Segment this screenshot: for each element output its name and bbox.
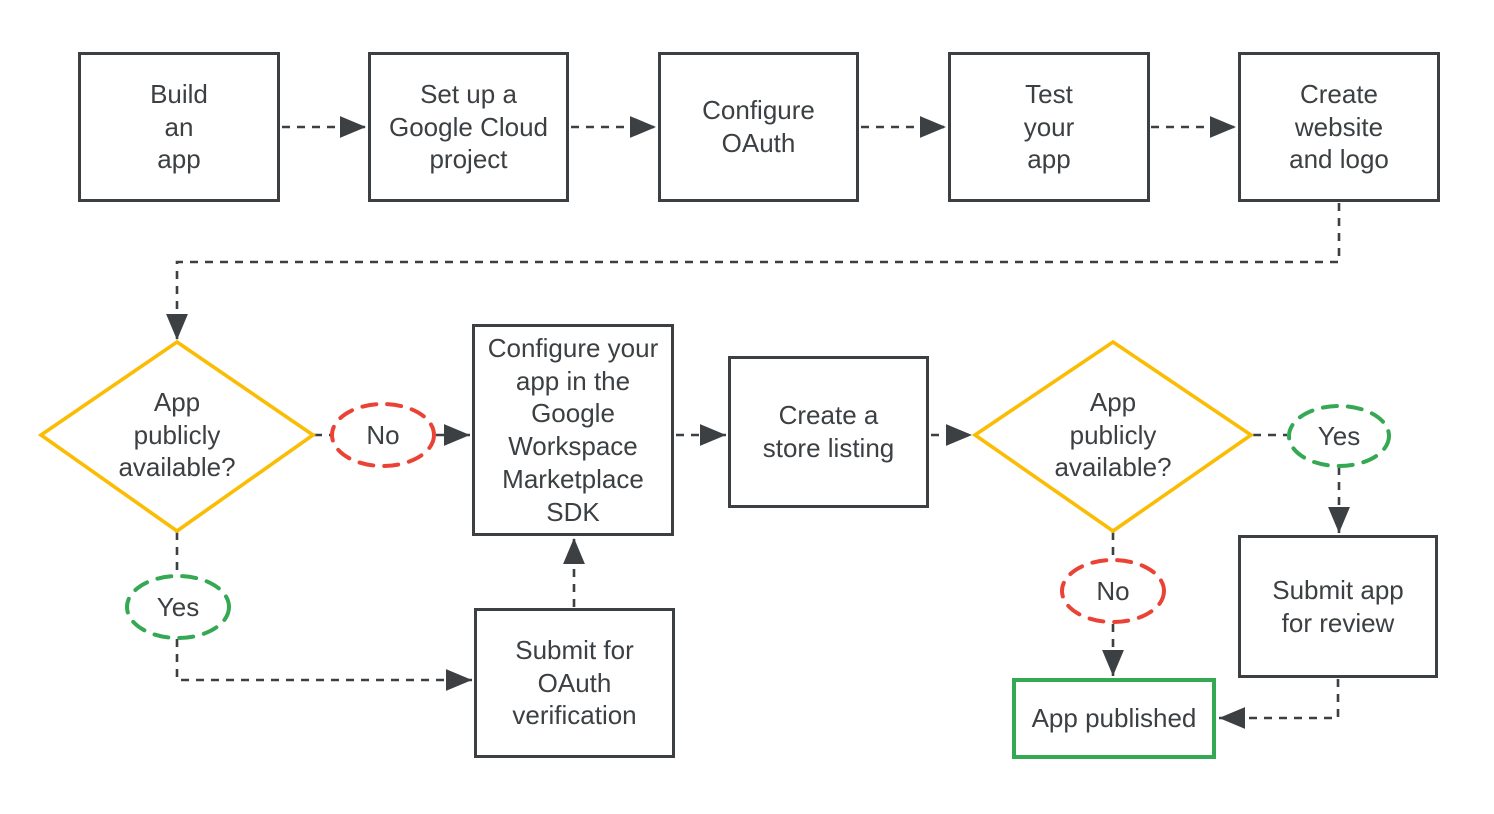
yes2-label: Yes	[1317, 420, 1361, 451]
decision1-label-wrap: App publicly available?	[67, 376, 287, 494]
node-submit-for-oauth-verification: Submit for OAuth verification	[474, 608, 675, 758]
no2-label-wrap: No	[1073, 573, 1153, 609]
no2-oval	[1060, 558, 1166, 624]
node-create-website-and-logo-label: Create website and logo	[1289, 78, 1389, 175]
decision2-label: App publicly available?	[1054, 386, 1172, 483]
node-configure-marketplace-sdk: Configure your app in the Google Workspa…	[472, 324, 674, 536]
node-create-website-and-logo: Create website and logo	[1238, 52, 1440, 202]
no2-label: No	[1096, 575, 1130, 606]
no1-label: No	[366, 419, 400, 450]
no1-label-wrap: No	[343, 417, 423, 453]
node-submit-app-for-review: Submit app for review	[1238, 535, 1438, 678]
yes1-oval	[125, 574, 231, 640]
node-test-your-app-label: Test your app	[1023, 78, 1075, 175]
edge-yes1-to-oauthverify	[175, 639, 472, 691]
edge-website-to-decision1	[166, 203, 1341, 340]
node-app-published-label: App published	[1031, 703, 1197, 734]
edge-review-to-published	[1219, 679, 1340, 729]
decision2-label-wrap: App publicly available?	[1003, 376, 1223, 494]
yes1-label-wrap: Yes	[138, 589, 218, 625]
node-create-store-listing-label: Create a store listing	[762, 400, 895, 463]
decision1-diamond	[37, 339, 317, 534]
no1-oval	[330, 402, 436, 468]
node-configure-marketplace-sdk-label: Configure your app in the Google Workspa…	[487, 332, 659, 527]
yes1-label: Yes	[156, 591, 200, 622]
yes2-oval	[1287, 404, 1391, 468]
decision2-diamond	[971, 339, 1255, 534]
decision1-label: App publicly available?	[118, 386, 236, 483]
node-test-your-app: Test your app	[948, 52, 1150, 202]
node-build-an-app: Build an app	[78, 52, 280, 202]
node-build-an-app-label: Build an app	[150, 78, 208, 175]
node-setup-google-cloud-project: Set up a Google Cloud project	[368, 52, 569, 202]
node-submit-for-oauth-verification-label: Submit for OAuth verification	[512, 634, 637, 731]
node-configure-oauth: Configure OAuth	[658, 52, 859, 202]
yes2-label-wrap: Yes	[1299, 418, 1379, 454]
node-configure-oauth-label: Configure OAuth	[702, 95, 815, 158]
node-app-published: App published	[1012, 678, 1216, 759]
node-setup-google-cloud-project-label: Set up a Google Cloud project	[389, 78, 548, 175]
node-submit-app-for-review-label: Submit app for review	[1272, 574, 1404, 638]
node-create-store-listing: Create a store listing	[728, 356, 929, 508]
